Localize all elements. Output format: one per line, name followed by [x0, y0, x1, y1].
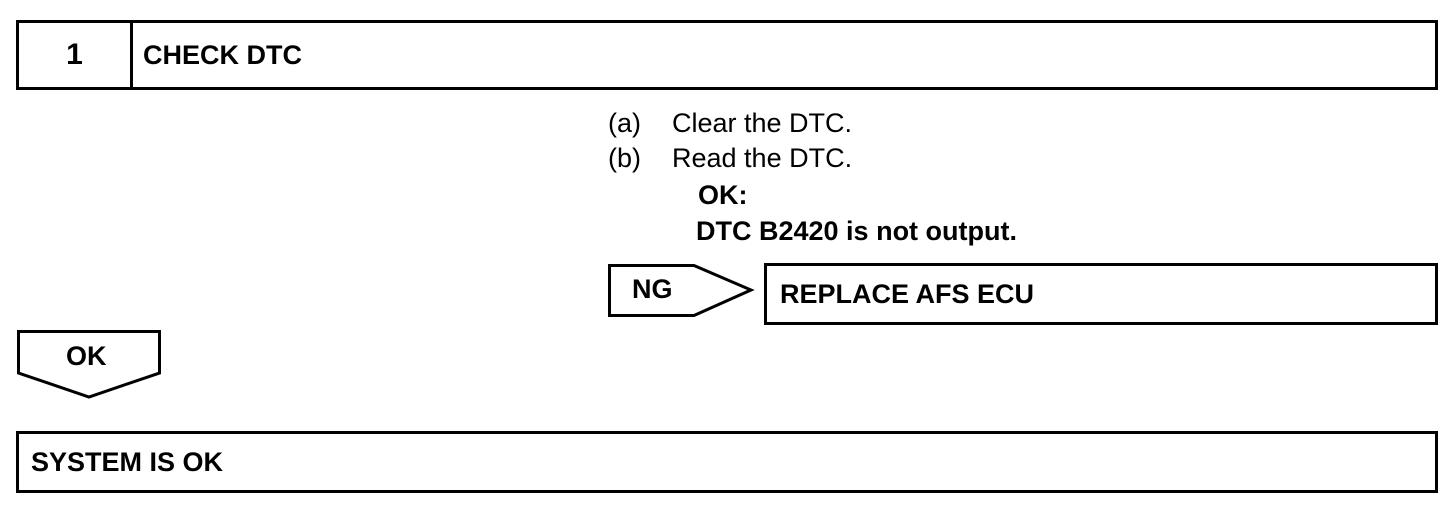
step-title: CHECK DTC — [143, 39, 302, 70]
instruction-a-label: (a) — [608, 108, 641, 138]
ng-arrow-shape — [608, 264, 755, 317]
step-header: 1 CHECK DTC — [16, 20, 1438, 90]
instruction-a-text: Clear the DTC. — [672, 108, 853, 138]
step-number: 1 — [19, 23, 133, 87]
ok-result-box: SYSTEM IS OK — [16, 431, 1438, 493]
ok-arrow-label: OK — [66, 341, 107, 371]
ok-criteria-heading: OK: — [698, 180, 748, 210]
ng-arrow-label: NG — [632, 274, 673, 304]
instruction-b-text: Read the DTC. — [672, 143, 853, 173]
ng-action-box: REPLACE AFS ECU — [764, 263, 1438, 325]
ok-criteria-condition: DTC B2420 is not output. — [696, 216, 1018, 246]
instruction-b-label: (b) — [608, 143, 641, 173]
ok-arrow-shape — [17, 330, 161, 399]
